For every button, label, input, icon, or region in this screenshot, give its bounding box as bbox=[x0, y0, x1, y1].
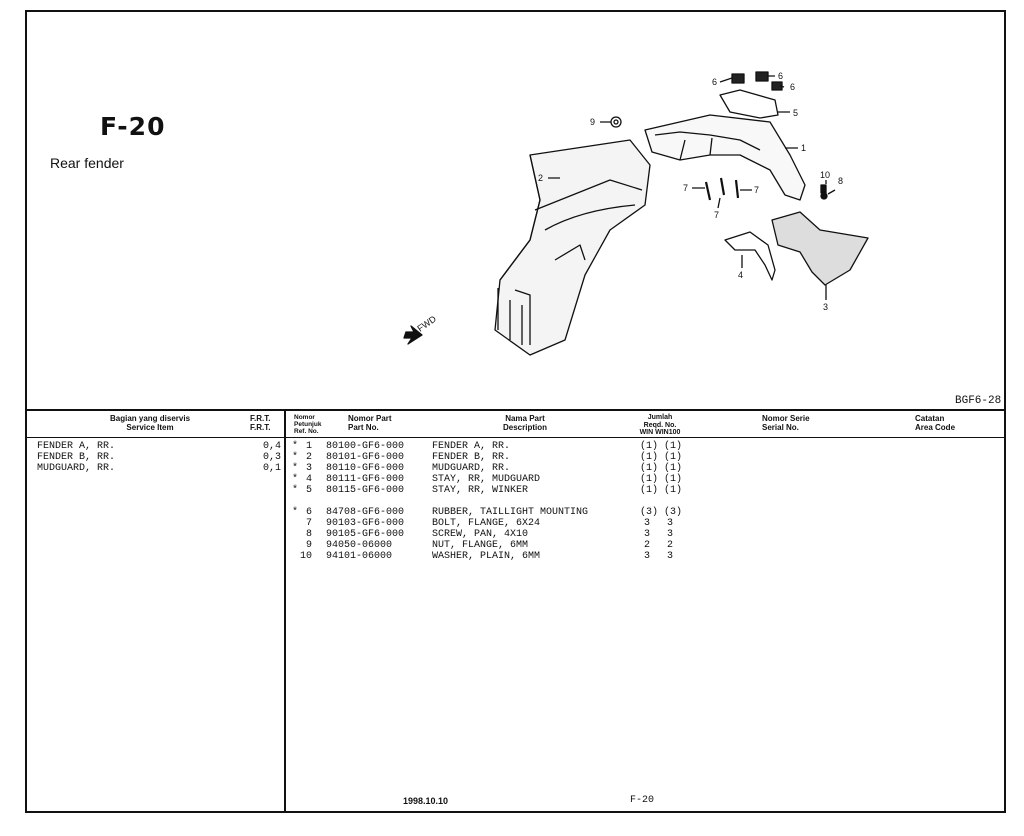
part-callout-label: 8 bbox=[838, 176, 843, 186]
part-callout-label: 2 bbox=[538, 173, 543, 183]
mudguard-shape bbox=[771, 211, 869, 286]
drawing-ref-code: BGF6-28 bbox=[955, 395, 1002, 407]
part-callout-label: 6 bbox=[790, 82, 795, 92]
part-callout-label: 1 bbox=[801, 143, 806, 153]
service-row: FENDER A, RR.0,4 bbox=[37, 441, 282, 452]
table-header-rule bbox=[25, 437, 1006, 438]
fwd-label: FWD bbox=[415, 313, 438, 333]
footer-date: 1998.10.10 bbox=[403, 796, 449, 806]
page-frame bbox=[25, 10, 1006, 813]
page-code: F-20 bbox=[100, 112, 166, 141]
footer-page-code: F-20 bbox=[630, 795, 655, 806]
page-title: Rear fender bbox=[50, 155, 124, 171]
table-divider bbox=[284, 410, 286, 813]
part-callout-label: 7 bbox=[683, 183, 688, 193]
part-callout-label: 6 bbox=[712, 77, 717, 87]
mudguard-stay-shape bbox=[724, 231, 776, 281]
part-callout-label: 7 bbox=[714, 210, 719, 220]
part-callout-label: 9 bbox=[590, 117, 595, 127]
header-frt: F.R.T.F.R.T. bbox=[250, 414, 271, 432]
fender-a-shape bbox=[644, 114, 806, 201]
part-callout-label: 5 bbox=[793, 108, 798, 118]
exploded-diagram: FWD 6 6 6 5 9 1 2 10 8 7 7 7 4 3 bbox=[403, 71, 869, 356]
part-callout-label: 7 bbox=[754, 185, 759, 195]
table-top-rule bbox=[25, 409, 1006, 411]
part-callout-label: 6 bbox=[778, 71, 783, 81]
fender-b-shape bbox=[494, 139, 651, 356]
winker-stay-shape bbox=[719, 89, 779, 119]
part-callout-label: 4 bbox=[738, 270, 743, 280]
service-row: MUDGUARD, RR.0,1 bbox=[37, 463, 282, 474]
part-callout-label: 3 bbox=[823, 302, 828, 312]
service-row: FENDER B, RR.0,3 bbox=[37, 452, 282, 463]
part-callout-label: 10 bbox=[820, 170, 830, 180]
